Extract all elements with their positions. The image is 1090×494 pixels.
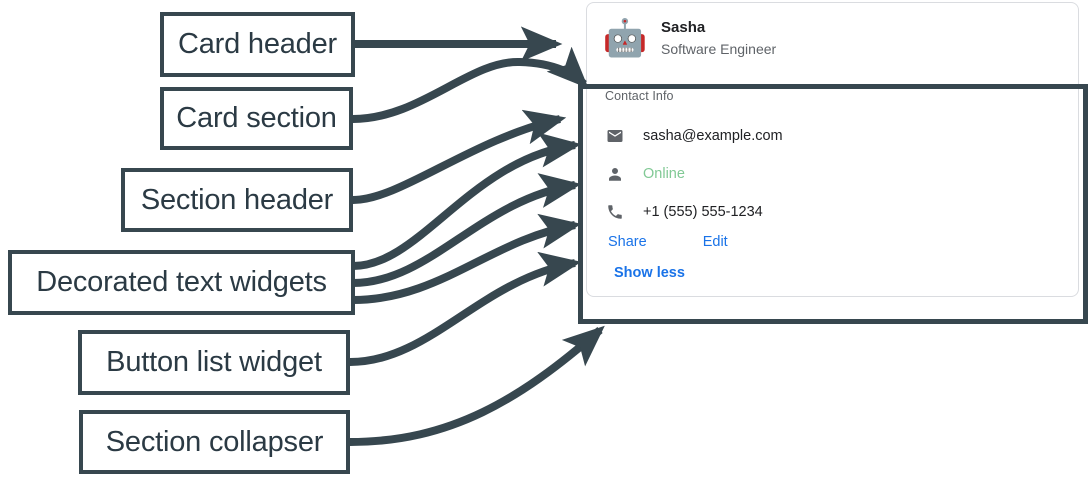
decorated-text-widget-text: sasha@example.com (643, 128, 783, 144)
arrow-section-header (352, 109, 567, 204)
decorated-text-widget-phone: +1 (555) 555-1234 (587, 193, 1078, 231)
person-icon (605, 164, 625, 184)
annotation-section-header: Section header (121, 168, 353, 232)
card-header: 🤖 Sasha Software Engineer (587, 3, 1078, 73)
section-header: Contact Info (605, 89, 674, 103)
edit-button[interactable]: Edit (702, 234, 728, 250)
decorated-text-widget-text: Online (643, 166, 685, 182)
avatar-glyph: 🤖 (602, 17, 648, 58)
annotation-label: Button list widget (106, 346, 322, 378)
contact-card: 🤖 Sasha Software Engineer Contact Info s… (586, 2, 1079, 297)
show-less-button[interactable]: Show less (614, 265, 685, 281)
annotation-label: Card header (177, 28, 337, 60)
annotation-decorated-text-widgets: Decorated text widgets (8, 250, 355, 315)
annotation-card-section: Card section (160, 87, 353, 150)
email-icon (605, 126, 625, 146)
arrow-card-section (352, 46, 589, 123)
arrow-text-widget-person (352, 173, 582, 287)
annotation-label: Card section (176, 102, 337, 134)
annotation-label: Decorated text widgets (36, 266, 327, 298)
button-list-widget: Share Edit (587, 234, 1078, 250)
robot-avatar-icon: 🤖 (602, 16, 648, 60)
decorated-text-widget-status: Online (587, 155, 1078, 193)
annotation-section-collapser: Section collapser (79, 410, 350, 474)
annotation-label: Section collapser (105, 425, 324, 458)
arrow-text-widget-phone (352, 213, 582, 304)
annotation-button-list-widget: Button list widget (78, 330, 350, 395)
annotation-label: Section header (140, 183, 334, 216)
arrow-text-widget-email (352, 132, 582, 270)
arrow-button-list (349, 251, 582, 366)
decorated-text-widget-list: sasha@example.com Online (587, 117, 1078, 231)
card-header-text: Sasha Software Engineer (661, 19, 776, 56)
card-header-title: Sasha (661, 19, 706, 37)
annotation-card-header: Card header (160, 12, 355, 77)
card-header-subtitle: Software Engineer (661, 40, 777, 57)
card-section: Contact Info sasha@example.com (587, 73, 1078, 296)
decorated-text-widget-email: sasha@example.com (587, 117, 1078, 155)
phone-icon (605, 202, 625, 222)
share-button[interactable]: Share (608, 234, 647, 250)
decorated-text-widget-text: +1 (555) 555-1234 (643, 204, 763, 220)
section-collapser: Show less (587, 264, 1078, 282)
arrow-section-collapser (349, 325, 605, 446)
